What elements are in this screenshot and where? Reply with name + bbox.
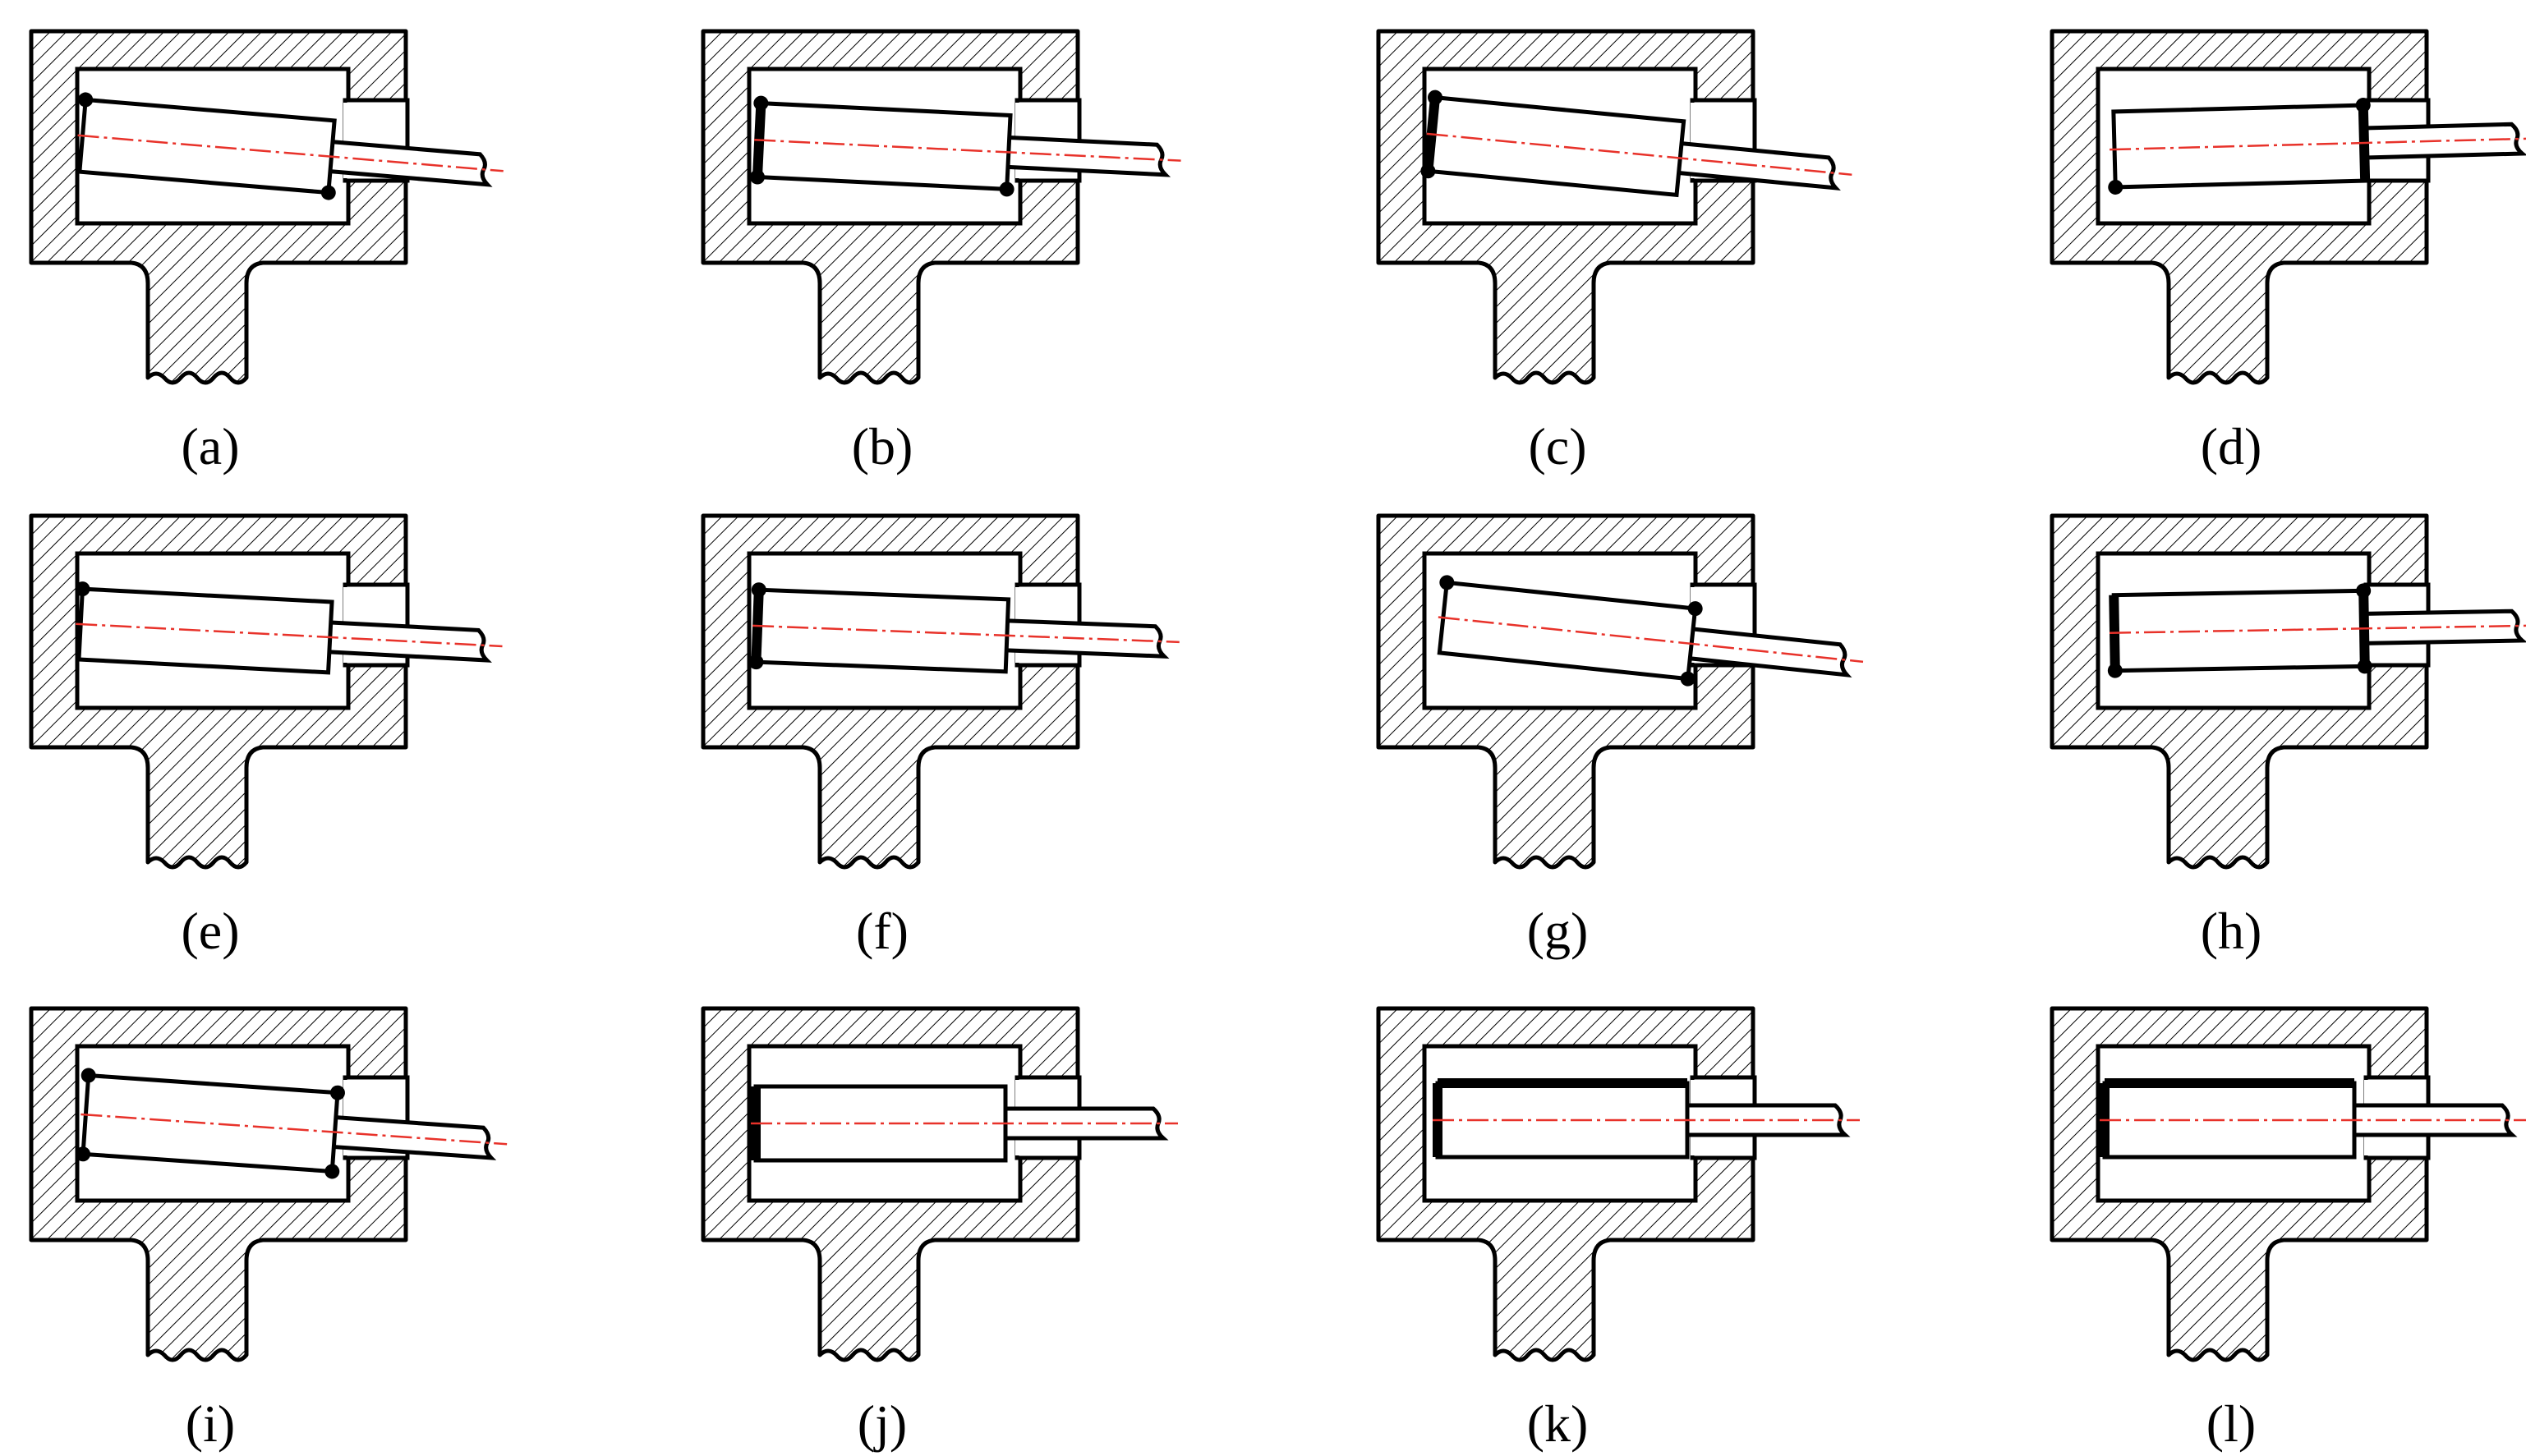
contact-point	[2108, 179, 2123, 195]
piston-assembly	[748, 582, 1180, 674]
piston-assembly	[1437, 575, 1864, 687]
piston-assembly	[2100, 1078, 2526, 1160]
centerline	[81, 1113, 508, 1146]
piston-assembly	[77, 92, 504, 200]
bore-opening	[343, 103, 350, 178]
panels-layer: (a) (b) (c) (d) (e) (f) (g) (h) (i) (j) (k) (l)	[29, 29, 2526, 1453]
panel-label: (l)	[2206, 1394, 2256, 1453]
panel-label: (g)	[1527, 902, 1589, 960]
contact-point	[2356, 583, 2372, 599]
panel-label: (j)	[858, 1394, 907, 1453]
piston-assembly	[749, 95, 1181, 197]
contact-point	[329, 1085, 345, 1100]
piston-assembly	[751, 1084, 1178, 1163]
panel: (i)	[29, 1006, 508, 1453]
panel: (b)	[701, 29, 1181, 475]
piston-rod	[329, 620, 492, 663]
piston-rod	[1006, 618, 1170, 659]
piston-rod	[1007, 135, 1171, 177]
contact-point	[1439, 575, 1455, 590]
piston-assembly	[2107, 583, 2526, 678]
bore-opening	[1691, 103, 1697, 178]
contact-point	[748, 655, 764, 670]
panel-label: (c)	[1528, 417, 1586, 475]
centerline	[754, 139, 1181, 162]
contact-point	[81, 1068, 96, 1083]
centerline	[2110, 624, 2526, 635]
panel: (g)	[1376, 513, 1864, 960]
panel: (h)	[2050, 513, 2526, 960]
panel-label: (a)	[181, 417, 239, 475]
contact-point	[749, 169, 765, 185]
contact-point	[2355, 98, 2371, 113]
panel: (c)	[1376, 29, 1852, 475]
panel-label: (i)	[186, 1394, 235, 1453]
piston-assembly	[1433, 1078, 1860, 1160]
contact-point	[324, 1164, 340, 1179]
contact-point	[753, 95, 769, 111]
piston-assembly	[1420, 90, 1852, 198]
contact-point	[1687, 601, 1703, 617]
piston-rod	[2363, 122, 2526, 160]
centerline	[76, 622, 503, 648]
contact-point	[1420, 163, 1436, 179]
contact-point	[76, 1146, 91, 1162]
contact-point	[1680, 671, 1696, 687]
contact-point	[1428, 90, 1443, 105]
panel-label: (h)	[2201, 902, 2262, 960]
panel: (e)	[29, 513, 503, 960]
panel-label: (e)	[181, 902, 239, 960]
panel-label: (f)	[856, 902, 909, 960]
panel-label: (k)	[1527, 1394, 1589, 1453]
panel-label: (b)	[852, 417, 913, 475]
centerline	[77, 134, 504, 172]
centerline	[2110, 137, 2526, 151]
panel: (k)	[1376, 1006, 1860, 1453]
contact-point	[751, 582, 766, 598]
contact-point	[999, 181, 1015, 197]
contact-point	[78, 92, 94, 108]
panel: (f)	[701, 513, 1180, 960]
piston-assembly	[75, 581, 503, 675]
piston-assembly	[76, 1068, 508, 1179]
contact-point	[320, 185, 336, 200]
panel: (d)	[2050, 29, 2526, 475]
centerline	[1426, 132, 1852, 176]
panel: (j)	[701, 1006, 1178, 1453]
centerline	[1438, 616, 1864, 664]
contact-point	[2357, 659, 2372, 674]
panel-label: (d)	[2201, 417, 2262, 475]
panel: (l)	[2050, 1006, 2526, 1453]
contact-point	[2107, 663, 2123, 678]
piston-assembly	[2108, 98, 2526, 195]
contact-point	[75, 581, 90, 597]
panel: (a)	[29, 29, 504, 475]
centerline	[752, 624, 1180, 644]
